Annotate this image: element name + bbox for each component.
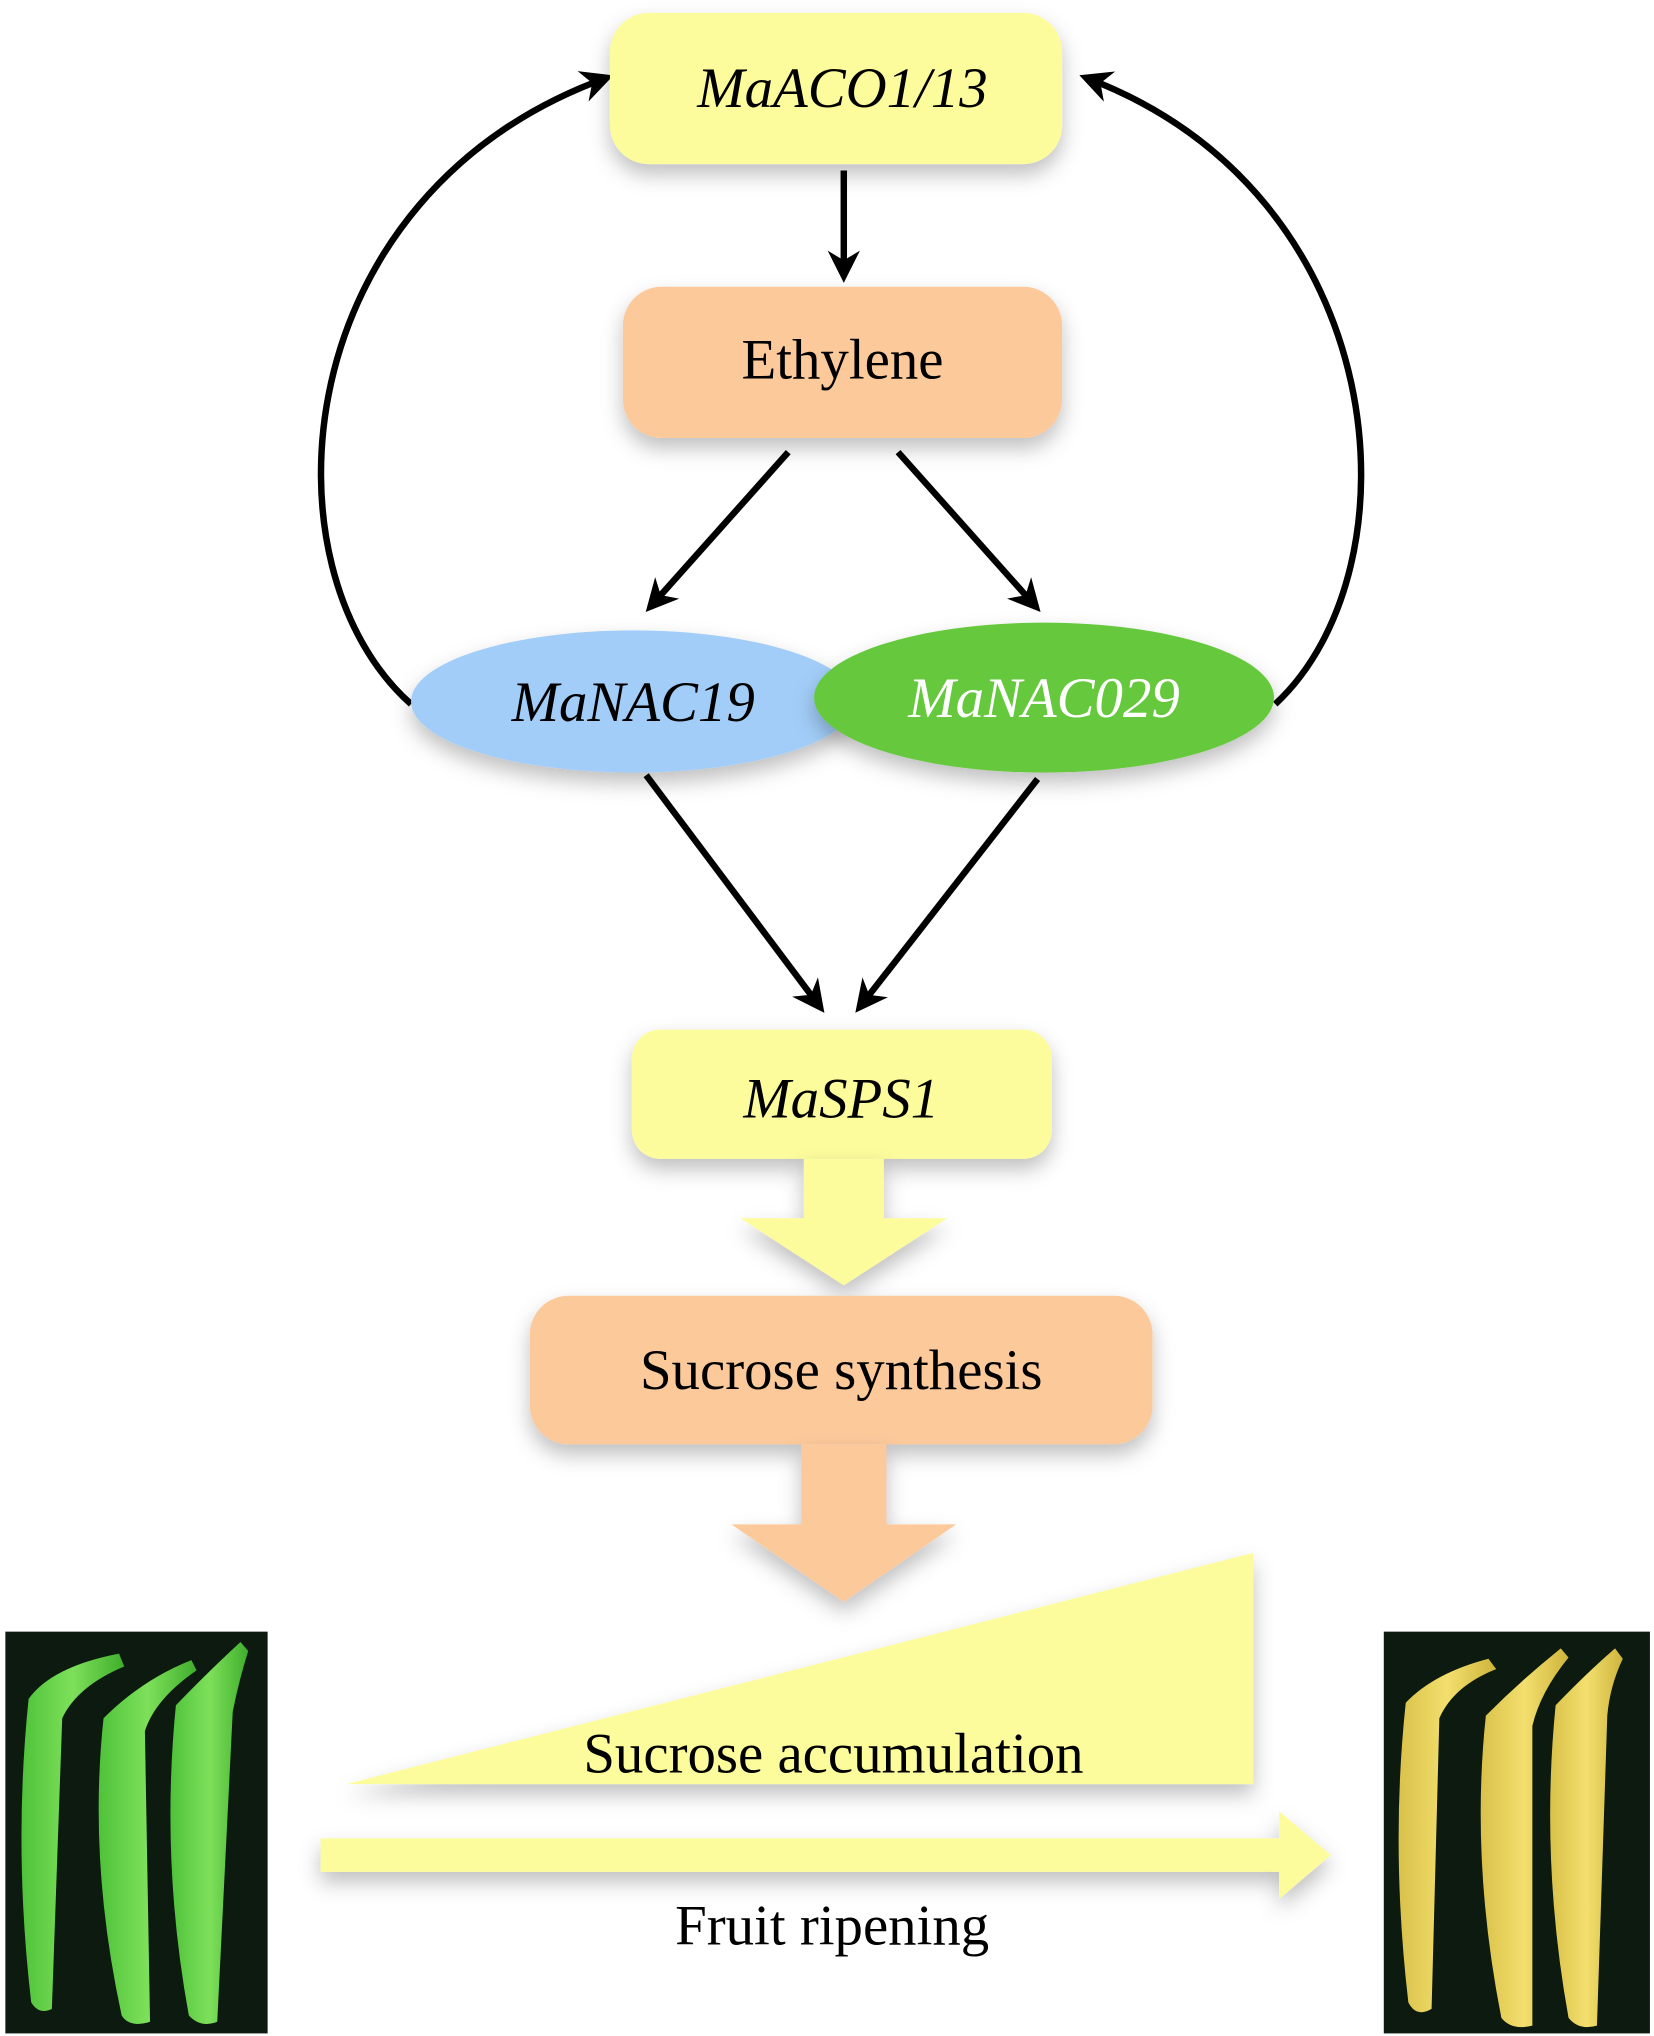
arrow-ethylene-to-manac029 bbox=[895, 450, 1041, 613]
arrow-manac19-to-masps1 bbox=[643, 773, 825, 1013]
block-arrow-masps1-to-synthesis bbox=[740, 1158, 948, 1286]
node-maaco-box bbox=[609, 12, 1063, 165]
node-masps1-label: MaSPS1 bbox=[742, 1067, 939, 1130]
node-ethylene-box bbox=[622, 286, 1063, 438]
sucrose-accumulation-wedge bbox=[346, 1552, 1254, 1785]
node-masps1: MaSPS1 bbox=[631, 1029, 1052, 1159]
fruit-ripening-arrow bbox=[320, 1811, 1331, 1900]
ripe-bananas-image bbox=[1383, 1631, 1650, 2034]
node-manac029: MaNAC029 bbox=[814, 622, 1274, 773]
node-manac029-ellipse bbox=[814, 622, 1274, 773]
arrow-ethylene-to-manac19 bbox=[645, 450, 791, 613]
node-maaco-label: MaACO1/13 bbox=[696, 57, 987, 120]
arrow-manac029-to-masps1 bbox=[855, 777, 1041, 1013]
block-arrow-synthesis-to-accumulation bbox=[731, 1444, 957, 1602]
node-manac19-label: MaNAC19 bbox=[511, 671, 755, 734]
node-maaco: MaACO1/13 bbox=[609, 12, 1063, 165]
node-ethylene: Ethylene bbox=[622, 286, 1063, 438]
node-sucrose-synthesis: Sucrose synthesis bbox=[529, 1295, 1153, 1445]
node-manac19-ellipse bbox=[411, 630, 856, 773]
unripe-bananas-image bbox=[5, 1631, 268, 2034]
feedback-arrow-right bbox=[1079, 71, 1365, 707]
sucrose-accumulation-label: Sucrose accumulation bbox=[583, 1722, 1083, 1785]
feedback-arrow-left bbox=[317, 71, 614, 707]
node-manac029-label: MaNAC029 bbox=[907, 667, 1180, 730]
fruit-ripening-label: Fruit ripening bbox=[675, 1894, 989, 1957]
node-sucrose-synthesis-label: Sucrose synthesis bbox=[640, 1339, 1043, 1402]
node-ethylene-label: Ethylene bbox=[742, 329, 944, 392]
node-masps1-box bbox=[631, 1029, 1052, 1159]
node-manac19: MaNAC19 bbox=[411, 630, 856, 773]
node-sucrose-synthesis-box bbox=[529, 1295, 1153, 1445]
